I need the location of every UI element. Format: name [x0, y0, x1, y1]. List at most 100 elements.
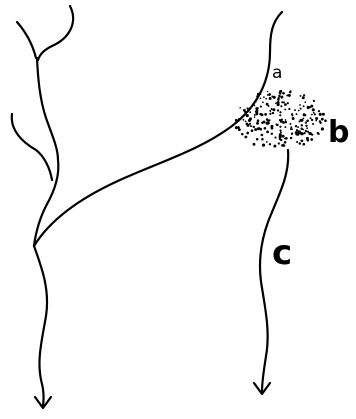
stipple-dot — [256, 121, 259, 125]
stipple-dot — [324, 119, 327, 122]
stipple-dot — [260, 133, 264, 137]
stipple-dot — [320, 117, 324, 121]
stipple-dot — [278, 135, 282, 139]
stipple-dot — [259, 128, 263, 131]
stipple-dot — [296, 140, 299, 144]
stipple-dot — [274, 136, 277, 139]
stipple-dot — [282, 91, 285, 95]
stipple-dot — [291, 114, 294, 117]
stipple-dot — [284, 119, 287, 121]
stipple-dot — [279, 111, 282, 114]
stipple-dot — [306, 130, 308, 133]
left-upper-trunk — [35, 56, 60, 162]
stipple-dot — [284, 126, 287, 129]
stipple-dot — [261, 121, 264, 124]
stipple-dot — [310, 118, 314, 122]
stipple-dot — [297, 109, 300, 112]
stipple-dot — [294, 131, 298, 134]
stipple-dot — [253, 116, 256, 118]
stipple-dot — [267, 119, 270, 122]
stipple-dot — [268, 143, 272, 146]
stipple-dot — [295, 133, 298, 136]
stipple-dot — [254, 100, 257, 103]
stipple-dot — [242, 118, 245, 121]
stipple-dot — [249, 117, 252, 121]
stipple-dot — [321, 113, 324, 116]
stipple-dot — [256, 119, 260, 122]
stipple-dot — [284, 103, 287, 106]
stipple-dot — [253, 114, 256, 116]
stipple-dot — [306, 138, 310, 142]
stipple-dot — [270, 126, 274, 130]
stipple-dot — [291, 117, 295, 120]
stipple-dot — [300, 139, 304, 143]
stipple-dot — [244, 135, 248, 139]
stipple-dot — [270, 108, 273, 110]
stipple-dot — [294, 125, 298, 128]
stippled-cloud-region — [234, 90, 327, 148]
stipple-dot — [275, 123, 278, 126]
stipple-dot — [306, 127, 308, 129]
stipple-dot — [284, 120, 288, 124]
stipple-dot — [295, 129, 299, 132]
stipple-dot — [254, 128, 258, 131]
stipple-dot — [302, 117, 305, 120]
stipple-dot — [316, 117, 319, 120]
stipple-dot — [302, 142, 306, 146]
stipple-dot — [268, 97, 272, 100]
stipple-dot — [249, 111, 252, 114]
stipple-dot — [244, 120, 247, 123]
stipple-dot — [263, 126, 267, 130]
stipple-dot — [280, 105, 283, 108]
stipple-dot — [269, 109, 272, 112]
stipple-dot — [252, 142, 256, 146]
label-a: a — [272, 63, 282, 83]
stipple-dot — [279, 129, 282, 132]
stipple-dot — [308, 106, 311, 109]
stipple-dot — [252, 125, 256, 129]
stipple-dot — [282, 135, 285, 138]
stipple-dot — [310, 138, 314, 141]
stipple-dot — [300, 118, 304, 122]
stipple-dot — [276, 109, 280, 112]
stipple-dot — [312, 111, 315, 114]
stipple-dot — [282, 101, 285, 104]
stipple-dot — [276, 101, 280, 105]
stipple-dot — [245, 122, 249, 126]
stipple-dot — [267, 105, 270, 107]
stipple-dot — [305, 124, 308, 127]
stipple-dot — [259, 93, 262, 96]
stipple-dot — [304, 121, 307, 124]
stipple-dot — [237, 117, 241, 121]
stipple-dot — [301, 96, 305, 100]
stipple-dot — [279, 114, 282, 117]
stipple-dot — [278, 118, 282, 122]
right-arrowhead — [252, 381, 272, 396]
stipple-dot — [308, 132, 312, 136]
stipple-dot — [275, 102, 277, 105]
stipple-dot — [256, 127, 260, 131]
stipple-dot — [241, 132, 244, 136]
stipple-dot — [299, 131, 302, 135]
stipple-dot — [281, 144, 284, 147]
stipple-dot — [265, 97, 268, 100]
stipple-dot — [299, 94, 302, 97]
stipple-dot — [256, 112, 259, 115]
stipple-dot — [318, 112, 322, 116]
stipple-dot — [261, 137, 264, 141]
stipple-dot — [303, 131, 306, 135]
stipple-dot — [309, 117, 312, 120]
stipple-dot — [284, 108, 287, 111]
stipple-dot — [264, 113, 267, 116]
stipple-dot — [300, 127, 303, 130]
stipple-dot — [297, 126, 300, 129]
stipple-dot — [290, 132, 294, 135]
stipple-dot — [283, 144, 286, 147]
stipple-dot — [302, 128, 304, 131]
left-branch-tree — [10, 4, 284, 410]
label-b: b — [328, 115, 349, 150]
stipple-dot — [266, 90, 269, 93]
stipple-dot — [238, 128, 241, 132]
stipple-dot — [266, 121, 270, 125]
